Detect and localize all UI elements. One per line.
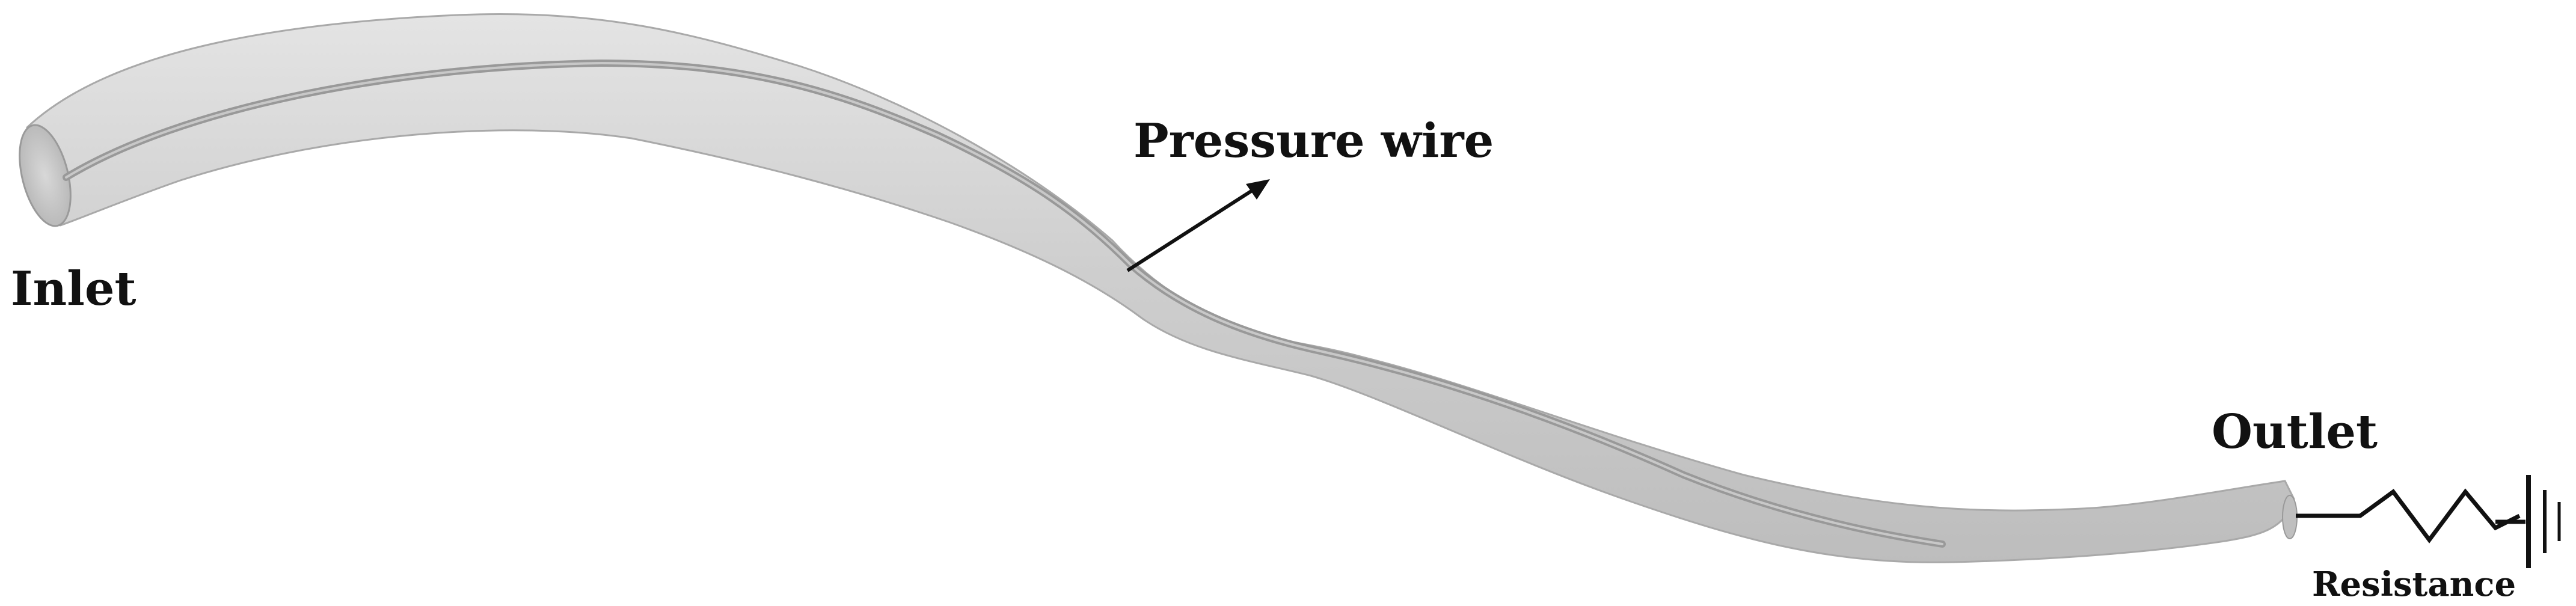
pressure-wire-arrow-line	[1126, 186, 1258, 272]
resistance-symbol	[2296, 488, 2521, 543]
outlet-label: Outlet	[2212, 405, 2378, 459]
pressure-wire-arrow-head	[1246, 179, 1270, 200]
inlet-label: Inlet	[11, 262, 136, 316]
inlet-opening	[19, 124, 72, 227]
outlet-opening	[2282, 495, 2298, 539]
pressure-wire-label: Pressure wire	[1133, 114, 1494, 168]
pressure-wire-highlight	[65, 61, 1943, 545]
resistance-label: Resistance	[2312, 565, 2516, 604]
